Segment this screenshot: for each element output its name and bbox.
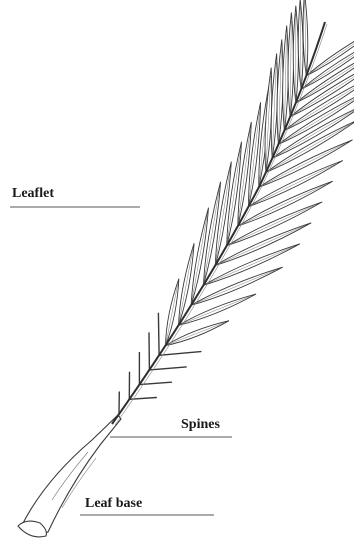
leaf-base — [22, 415, 121, 534]
leaflet-vein — [179, 297, 250, 326]
label-leaflet: Leaflet — [12, 187, 54, 201]
label-leaf-base: Leaf base — [85, 497, 142, 511]
spine-right — [159, 352, 201, 356]
leaflet-vein — [166, 323, 224, 346]
spines-group — [119, 313, 201, 414]
spine-left — [158, 313, 159, 355]
label-spines: Spines — [181, 418, 220, 432]
leaflet-vein — [227, 150, 241, 246]
leaflets-group — [166, 0, 354, 346]
